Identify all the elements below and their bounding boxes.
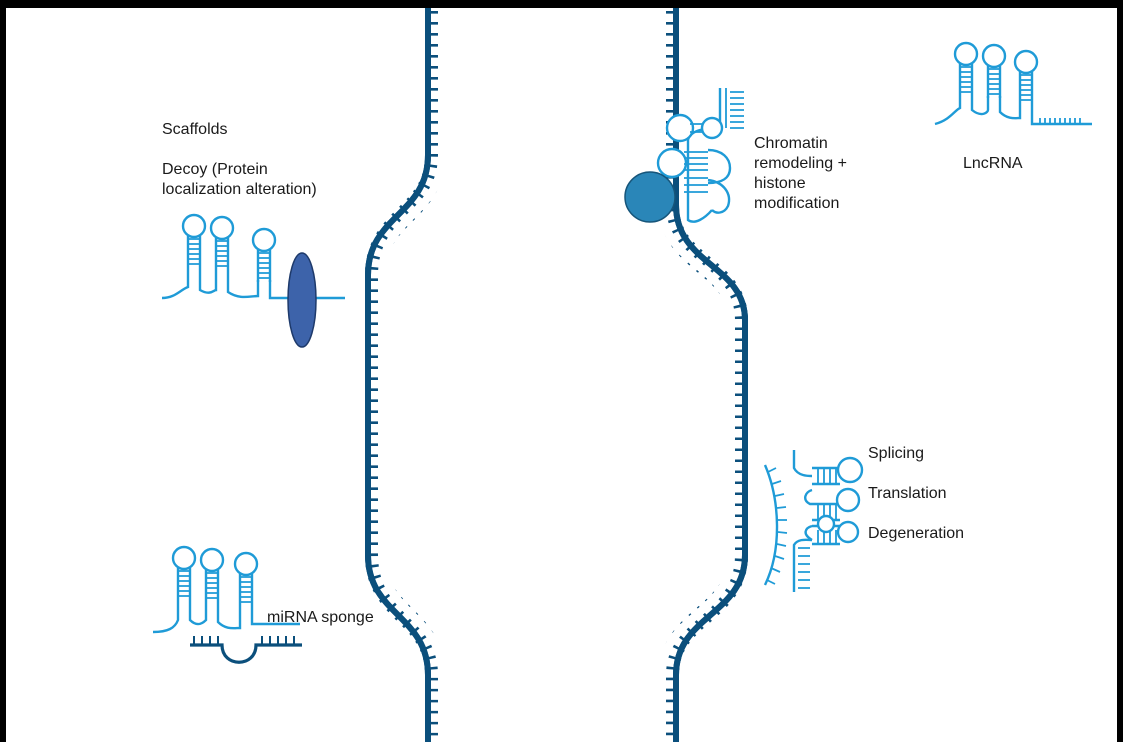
post-transcriptional-lncrna	[765, 450, 862, 592]
label-scaffolds: Scaffolds	[162, 120, 228, 140]
label-chromatin: Chromatin remodeling + histone modificat…	[754, 134, 847, 214]
histone-protein	[625, 172, 675, 222]
decoy-protein	[288, 253, 316, 347]
decoy-lncrna	[162, 215, 345, 347]
label-splicing: Splicing	[868, 444, 924, 464]
label-decoy: Decoy (Protein localization alteration)	[162, 160, 317, 200]
free-lncrna	[935, 43, 1092, 124]
mirna-sponge	[153, 547, 302, 662]
label-lncrna: LncRNA	[963, 154, 1023, 174]
label-mirna-sponge: miRNA sponge	[267, 608, 374, 628]
label-degeneration: Degeneration	[868, 524, 964, 544]
chromatin-lncrna	[625, 88, 744, 222]
label-translation: Translation	[868, 484, 947, 504]
